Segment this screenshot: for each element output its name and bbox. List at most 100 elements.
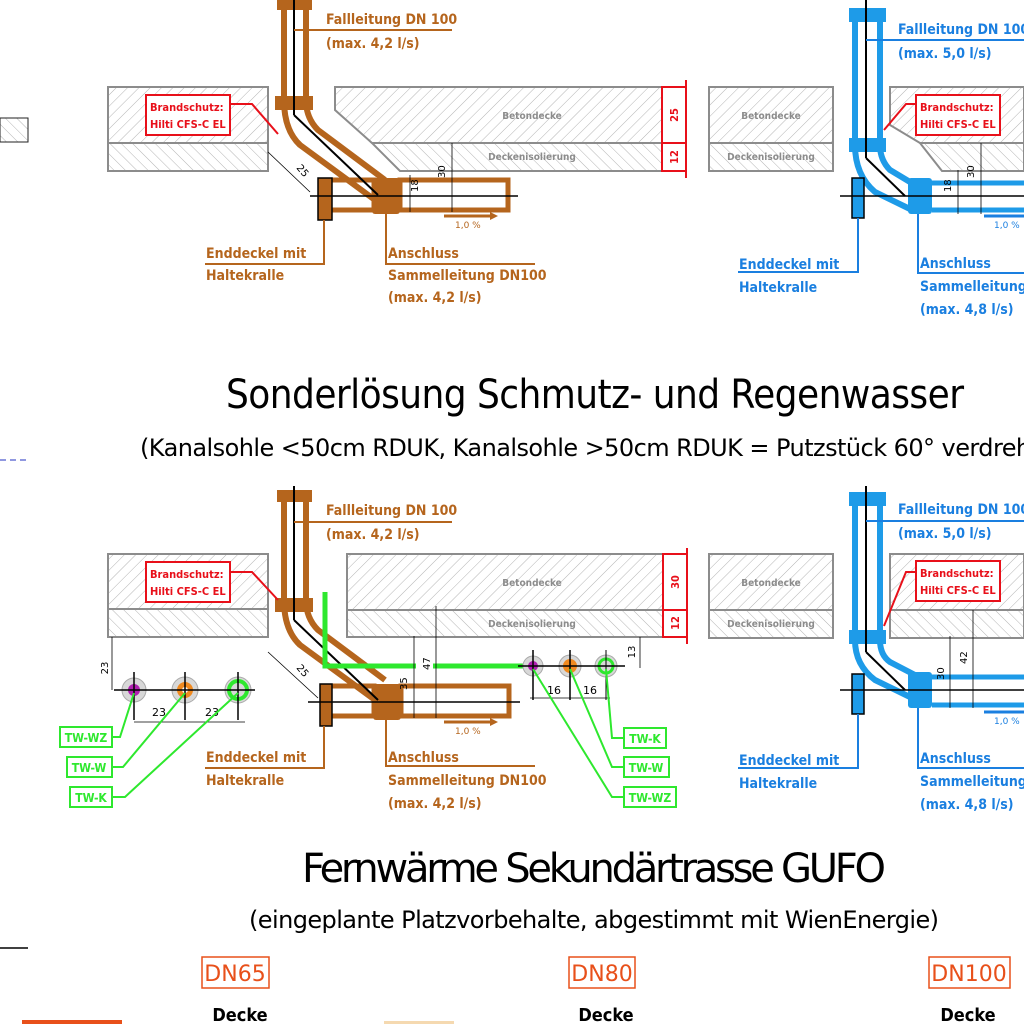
brandschutz-label: Brandschutz: — [150, 101, 224, 114]
dn-boxes: DN65 DN80 DN100 — [201, 956, 1011, 989]
betondecke-label: Betondecke — [502, 111, 562, 122]
decke-labels: Decke Decke Decke — [212, 1005, 995, 1024]
dim-insulation: 12 — [669, 616, 682, 630]
pipe-brown — [275, 490, 512, 727]
section-subtitle: (Kanalsohle <50cm RDUK, Kanalsohle >50cm… — [140, 434, 1024, 462]
green-route — [322, 592, 416, 669]
decke-label: Decke — [578, 1005, 633, 1024]
dim-insulation: 12 — [668, 150, 681, 164]
fallleitung-label: Fallleitung DN 100 — [326, 12, 457, 28]
betondecke-label: Betondecke — [741, 578, 801, 589]
dim-35: 35 — [399, 677, 410, 690]
enddeckel-label: Enddeckel mit — [206, 750, 306, 766]
sammelleitung-label: Sammelleitung DN100 — [388, 773, 547, 789]
brandschutz-product: Hilti CFS-C EL — [150, 585, 226, 598]
anschluss-flow: (max. 4,2 l/s) — [388, 796, 482, 812]
brandschutz-product: Hilti CFS-C EL — [150, 118, 226, 131]
haltekralle-label: Haltekralle — [206, 268, 284, 284]
enddeckel-label: Enddeckel mit — [739, 257, 839, 273]
tw-tag: TW-W — [629, 761, 664, 775]
dim-diag: 25 — [294, 663, 311, 680]
section-title: Sonderlösung Schmutz- und Regenwasser — [226, 372, 964, 418]
tw-tags-right: TW-K TW-W TW-WZ — [623, 727, 677, 808]
fallleitung-flow: (max. 5,0 l/s) — [898, 46, 992, 62]
fallleitung-label: Fallleitung DN 100 — [898, 22, 1024, 38]
dim-concrete: 30 — [669, 575, 682, 589]
dim-diag: 25 — [294, 163, 311, 180]
anschluss-label: Anschluss — [920, 256, 991, 272]
anschluss-label: Anschluss — [388, 246, 459, 262]
dn-label: DN100 — [931, 962, 1006, 987]
anschluss-flow: (max. 4,8 l/s) — [920, 797, 1014, 813]
anschluss-flow: (max. 4,8 l/s) — [920, 302, 1014, 318]
dim-23-vertical: 23 — [100, 662, 111, 675]
dim-16-a: 16 — [547, 684, 561, 697]
anschluss-label: Anschluss — [920, 751, 991, 767]
slope-label: 1,0 % — [455, 727, 481, 737]
tw-tag: TW-WZ — [629, 791, 672, 805]
detail-bottom-right: Betondecke Deckenisolierung 30 42 1,0 % … — [708, 486, 1024, 813]
slab-left-insulation — [107, 142, 269, 172]
anschluss-label: Anschluss — [388, 750, 459, 766]
dim-18: 18 — [943, 179, 954, 192]
dim-30: 30 — [936, 667, 947, 680]
deckenisolierung-label: Deckenisolierung — [727, 619, 815, 630]
dim-13: 13 — [627, 646, 638, 659]
dim-42: 42 — [959, 651, 970, 664]
decke-label: Decke — [940, 1005, 995, 1024]
brandschutz-label: Brandschutz: — [150, 568, 224, 581]
decke-label: Decke — [212, 1005, 267, 1024]
dimension-lines — [267, 143, 453, 212]
fallleitung-flow: (max. 4,2 l/s) — [326, 527, 420, 543]
sammelleitung-label: Sammelleitung — [920, 774, 1024, 790]
fernwaerme-title: Fernwärme Sekundärtrasse GUFO — [302, 846, 886, 892]
fallleitung-flow: (max. 4,2 l/s) — [326, 36, 420, 52]
fallleitung-flow: (max. 5,0 l/s) — [898, 526, 992, 542]
dim-30: 30 — [437, 165, 448, 178]
brandschutz-label: Brandschutz: — [920, 567, 994, 580]
fallleitung-label: Fallleitung DN 100 — [898, 502, 1024, 518]
slab-dimension-red: 25 12 — [661, 80, 687, 178]
haltekralle-label: Haltekralle — [739, 776, 817, 792]
left-edge-fragments — [0, 117, 122, 1024]
deckenisolierung-label: Deckenisolierung — [727, 152, 815, 163]
detail-bottom-left: Betondecke Deckenisolierung 30 12 35 — [59, 486, 688, 812]
pipe-blue — [849, 492, 1024, 715]
slab-right-concrete — [334, 86, 663, 144]
fernwaerme-subtitle: (eingeplante Platzvorbehalte, abgestimmt… — [249, 906, 939, 934]
sammelleitung-label: Sammelleitung DN100 — [388, 268, 547, 284]
enddeckel-label: Enddeckel mit — [739, 753, 839, 769]
haltekralle-label: Haltekralle — [739, 280, 817, 296]
brandschutz-product: Hilti CFS-C EL — [920, 584, 996, 597]
haltekralle-label: Haltekralle — [206, 773, 284, 789]
detail-top-right: Betondecke Deckenisolierung 18 30 1,0 % … — [708, 0, 1024, 318]
dn-label: DN65 — [204, 962, 265, 987]
betondecke-label: Betondecke — [741, 111, 801, 122]
tw-pipe-circles-right — [518, 637, 641, 700]
dim-23-b: 23 — [205, 706, 219, 719]
tw-tags-left: TW-WZ TW-W TW-K — [59, 726, 113, 808]
deckenisolierung-label: Deckenisolierung — [488, 619, 576, 630]
sammelleitung-label: Sammelleitung — [920, 279, 1024, 295]
tw-tag: TW-W — [72, 761, 107, 775]
tw-tag: TW-K — [629, 732, 661, 746]
dim-47: 47 — [422, 657, 433, 670]
slope-label: 1,0 % — [994, 221, 1020, 231]
brandschutz-product: Hilti CFS-C EL — [920, 118, 996, 131]
bottom-fragment — [384, 1021, 454, 1024]
enddeckel-label: Enddeckel mit — [206, 246, 306, 262]
betondecke-label: Betondecke — [502, 578, 562, 589]
dn-label: DN80 — [571, 962, 632, 987]
dim-concrete: 25 — [668, 108, 681, 122]
tw-tag: TW-K — [75, 791, 107, 805]
tw-tag: TW-WZ — [65, 731, 108, 745]
slope-label: 1,0 % — [455, 221, 481, 231]
brandschutz-label: Brandschutz: — [920, 101, 994, 114]
slab-dimension-red: 30 12 — [662, 548, 688, 644]
dim-23-a: 23 — [152, 706, 166, 719]
slope-label: 1,0 % — [994, 717, 1020, 727]
detail-top-left: Betondecke Deckenisolierung 25 12 — [107, 0, 687, 306]
anschluss-flow: (max. 4,2 l/s) — [388, 290, 482, 306]
dim-30: 30 — [966, 165, 977, 178]
